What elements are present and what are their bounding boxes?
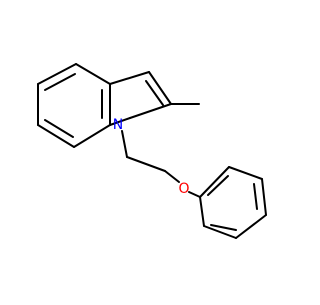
- bond-c3-c2: [148, 71, 172, 105]
- bond-ph-6: [199, 166, 230, 198]
- bond-benzo-3: [37, 124, 75, 148]
- bond-ph-inner-2: [253, 183, 258, 210]
- bond-benzo-6: [75, 63, 111, 85]
- bond-ph-1: [199, 196, 205, 227]
- bond-ph-2: [203, 225, 237, 239]
- bond-ph-inner-1: [210, 224, 237, 231]
- bond-ph-3: [235, 214, 267, 239]
- bond-c2-n: [129, 103, 172, 119]
- bond-ph-4: [261, 178, 267, 216]
- bond-benzo-inner-2: [44, 119, 74, 138]
- bond-ch2-ch2: [126, 156, 166, 172]
- bond-benzo-4: [73, 124, 111, 148]
- bond-benzo-inner-1: [44, 73, 76, 91]
- bond-ph-inner-3: [207, 175, 229, 196]
- bond-n-ch2: [121, 130, 128, 158]
- bond-ch2-o: [164, 170, 180, 183]
- structure-canvas: N O: [37, 63, 267, 239]
- bond-ph-5: [228, 166, 263, 180]
- molecule-diagram: N O: [37, 63, 267, 239]
- bond-c3-c2-double: [145, 80, 164, 106]
- bond-c3a-c3: [109, 71, 150, 85]
- bond-n-c7a: [109, 117, 131, 126]
- nitrogen-atom-label: N: [113, 117, 123, 133]
- bond-o-phenyl: [188, 191, 201, 198]
- oxygen-atom-label: O: [178, 181, 189, 197]
- bond-benzo-1: [37, 63, 77, 85]
